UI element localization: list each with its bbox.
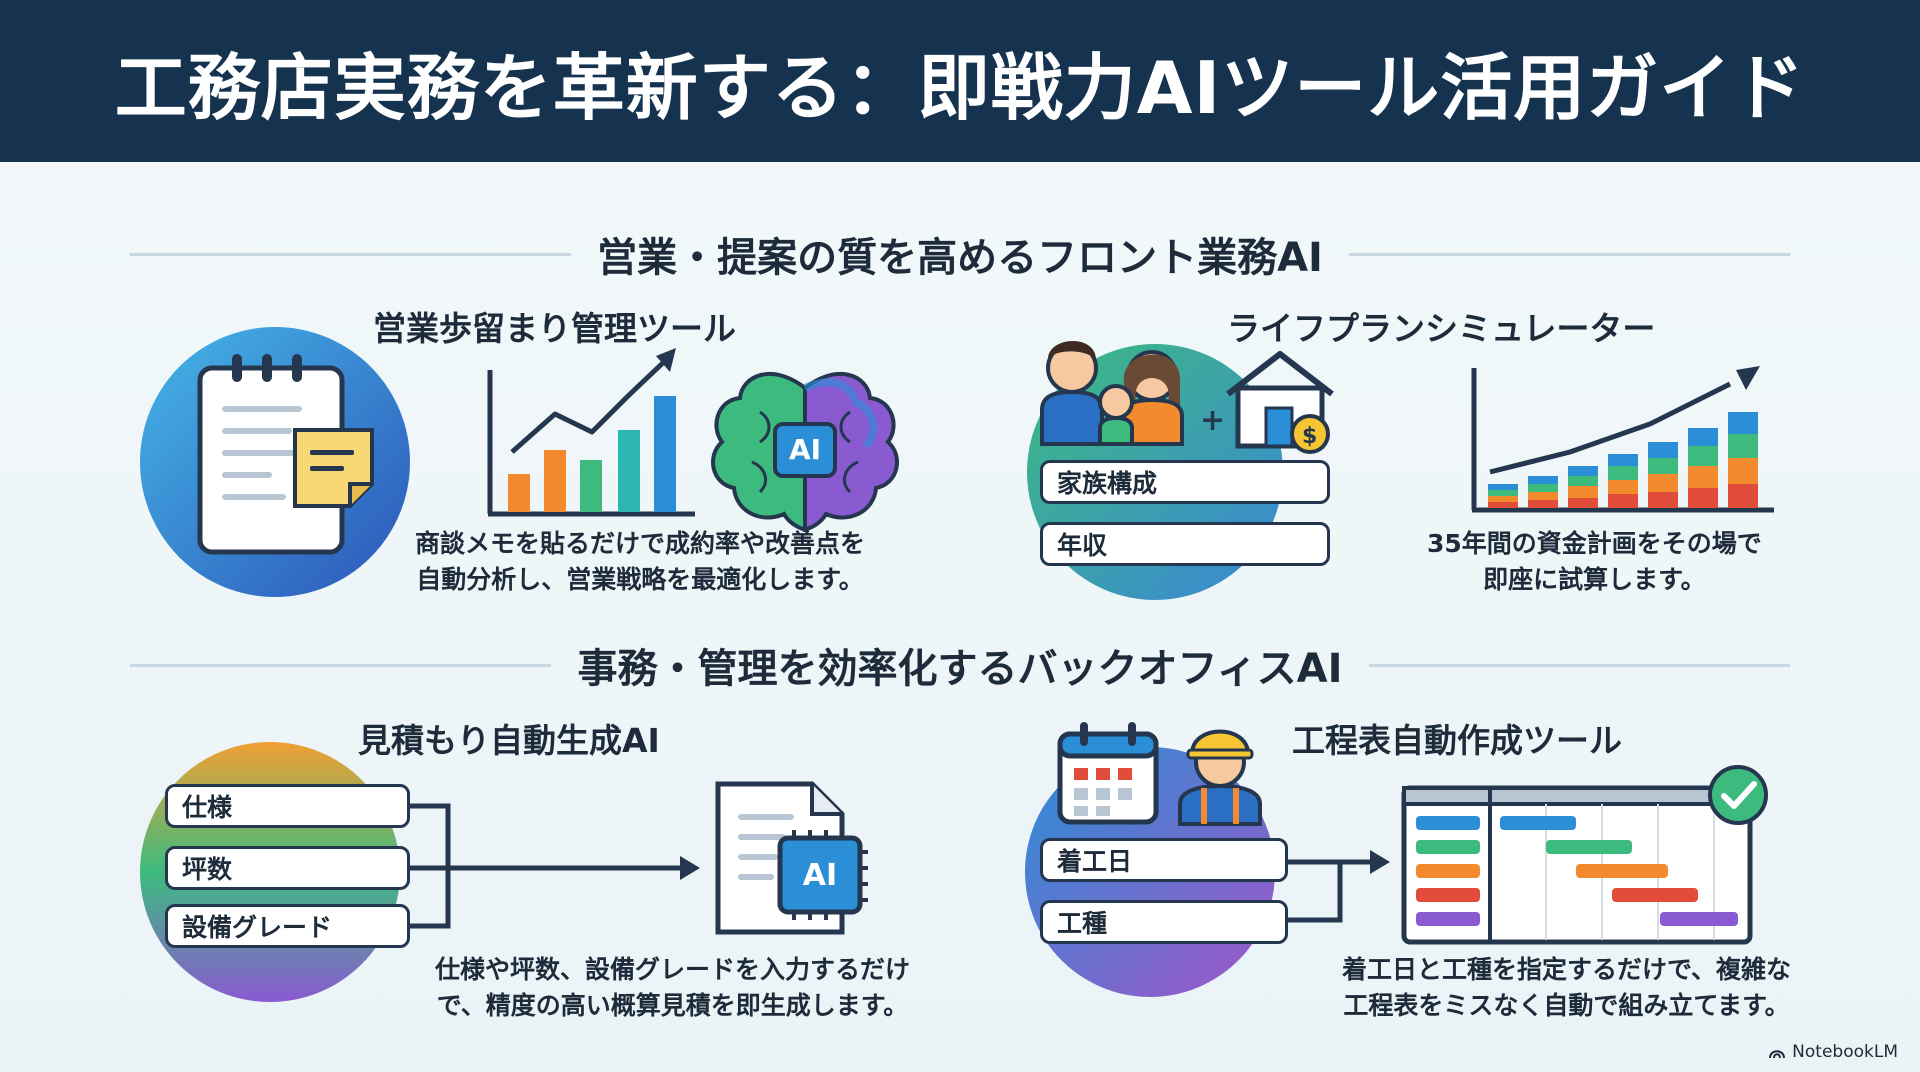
gantt-task-bar — [1660, 912, 1738, 926]
tool-description: 35年間の資金計画をその場で 即座に試算します。 — [1427, 526, 1762, 598]
stacked-bar-segment — [1688, 466, 1718, 488]
gantt-task-bar — [1500, 816, 1576, 830]
stacked-bar-segment — [1528, 500, 1558, 508]
notepad-icon — [140, 327, 410, 597]
worker-icon — [1178, 729, 1262, 826]
estimate-connector-lines — [410, 803, 700, 929]
header-banner: 工務店実務を革新する：即戦力AIツール活用ガイド — [0, 0, 1920, 162]
gantt-row-label-bar — [1416, 864, 1480, 878]
notebooklm-brand: NotebookLM — [1768, 1042, 1898, 1062]
schedule-connector-lines — [1288, 850, 1390, 923]
stacked-bar-segment — [1528, 492, 1558, 500]
divider-line — [130, 252, 572, 256]
start-date-field: 着工日 — [1040, 838, 1288, 882]
stacked-bar-segment — [1488, 496, 1518, 502]
tool-title: 工程表自動作成ツール — [1292, 721, 1622, 760]
stacked-bar-segment — [1648, 442, 1678, 458]
stacked-bar-segment — [1728, 484, 1758, 508]
stacked-bar-segment — [1528, 484, 1558, 492]
stacked-bar-segment — [1568, 486, 1598, 498]
stacked-bar-segment — [1688, 446, 1718, 466]
gantt-task-bar — [1546, 840, 1632, 854]
tool-description-line: 仕様や坪数、設備グレードを入力するだけ — [435, 955, 911, 984]
section-heading-text: 営業・提案の質を高めるフロント業務AI — [597, 235, 1323, 281]
checkmark-icon — [1708, 765, 1768, 825]
divider-line — [130, 663, 552, 667]
gantt-chart-icon — [1401, 785, 1753, 945]
stacked-bar-segment — [1528, 476, 1558, 484]
stacked-bar-segment — [1648, 458, 1678, 474]
stacked-bar-segment — [1728, 412, 1758, 434]
main-content: 営業・提案の質を高めるフロント業務AI 事務・管理を効率化するバックオフィスAI… — [0, 162, 1920, 1072]
stacked-bar-segment — [1568, 498, 1598, 508]
stacked-bar-segment — [1488, 484, 1518, 490]
equipment-grade-field: 設備グレード — [165, 904, 410, 948]
svg-text:+: + — [1200, 403, 1225, 438]
family-structure-field: 家族構成 — [1040, 460, 1330, 504]
ai-chip-label: AI — [788, 432, 822, 466]
tool-title: ライフプランシミュレーター — [1227, 309, 1656, 348]
tool-description: 商談メモを貼るだけで成約率や改善点を 自動分析し、営業戦略を最適化します。 — [415, 526, 865, 598]
divider-line — [1368, 663, 1791, 667]
floor-area-field: 坪数 — [165, 846, 410, 890]
stacked-bar-segment — [1688, 488, 1718, 508]
stacked-bar-segment — [1608, 454, 1638, 466]
tool-description-line: 商談メモを貼るだけで成約率や改善点を — [415, 529, 866, 558]
divider-line — [1348, 252, 1790, 256]
tool-description-line: 自動分析し、営業戦略を最適化します。 — [416, 565, 864, 594]
stacked-bar-segment — [1568, 466, 1598, 476]
brand-label: NotebookLM — [1792, 1042, 1898, 1062]
tool-description-line: で、精度の高い概算見積を即生成します。 — [436, 991, 909, 1020]
tool-title: 見積もり自動生成AI — [358, 721, 660, 760]
stacked-bar-segment — [1688, 428, 1718, 446]
stacked-bar-segment — [1648, 492, 1678, 508]
growth-chart-icon — [487, 348, 695, 517]
gantt-task-bar — [1576, 864, 1668, 878]
stacked-bar-segment — [1488, 502, 1518, 508]
stacked-bar-segment — [1608, 480, 1638, 494]
section-heading-front-office: 営業・提案の質を高めるフロント業務AI — [130, 224, 1790, 284]
section-heading-back-office: 事務・管理を効率化するバックオフィスAI — [130, 635, 1791, 695]
gantt-task-bar — [1612, 888, 1698, 902]
stacked-bar-segment — [1648, 474, 1678, 492]
tool-description-line: 工程表をミスなく自動で組み立てます。 — [1343, 991, 1790, 1020]
stacked-bar-segment — [1488, 490, 1518, 496]
stacked-bar-segment — [1728, 458, 1758, 484]
annual-income-field: 年収 — [1040, 522, 1330, 566]
house-coin-icon: $ — [1226, 351, 1334, 454]
tool-description: 仕様や坪数、設備グレードを入力するだけ で、精度の高い概算見積を即生成します。 — [435, 952, 910, 1024]
stacked-bar-segment — [1568, 476, 1598, 486]
gantt-row-label-bar — [1416, 816, 1480, 830]
tool-title: 営業歩留まり管理ツール — [373, 309, 736, 348]
notebooklm-logo-icon — [1769, 1050, 1786, 1059]
tool-description-line: 即座に試算します。 — [1483, 565, 1706, 594]
gantt-row-label-bar — [1416, 840, 1480, 854]
tool-description-line: 35年間の資金計画をその場で — [1427, 529, 1762, 558]
stacked-bar-segment — [1728, 434, 1758, 458]
calendar-icon — [1057, 722, 1159, 825]
gantt-row-label-bar — [1416, 912, 1480, 926]
stacked-bar-segment — [1608, 466, 1638, 480]
svg-text:$: $ — [1302, 424, 1317, 449]
tool-description-line: 着工日と工種を指定するだけで、複雑な — [1342, 955, 1792, 984]
page-title: 工務店実務を革新する：即戦力AIツール活用ガイド — [114, 45, 1806, 130]
section-heading-text: 事務・管理を効率化するバックオフィスAI — [577, 646, 1343, 692]
stacked-growth-chart-icon — [1471, 366, 1774, 513]
specification-field: 仕様 — [165, 784, 410, 828]
tool-description: 着工日と工種を指定するだけで、複雑な 工程表をミスなく自動で組み立てます。 — [1342, 952, 1791, 1024]
stacked-bar-segment — [1608, 494, 1638, 508]
ai-chip-label: AI — [802, 857, 838, 893]
work-type-field: 工種 — [1040, 900, 1288, 944]
gantt-row-label-bar — [1416, 888, 1480, 902]
